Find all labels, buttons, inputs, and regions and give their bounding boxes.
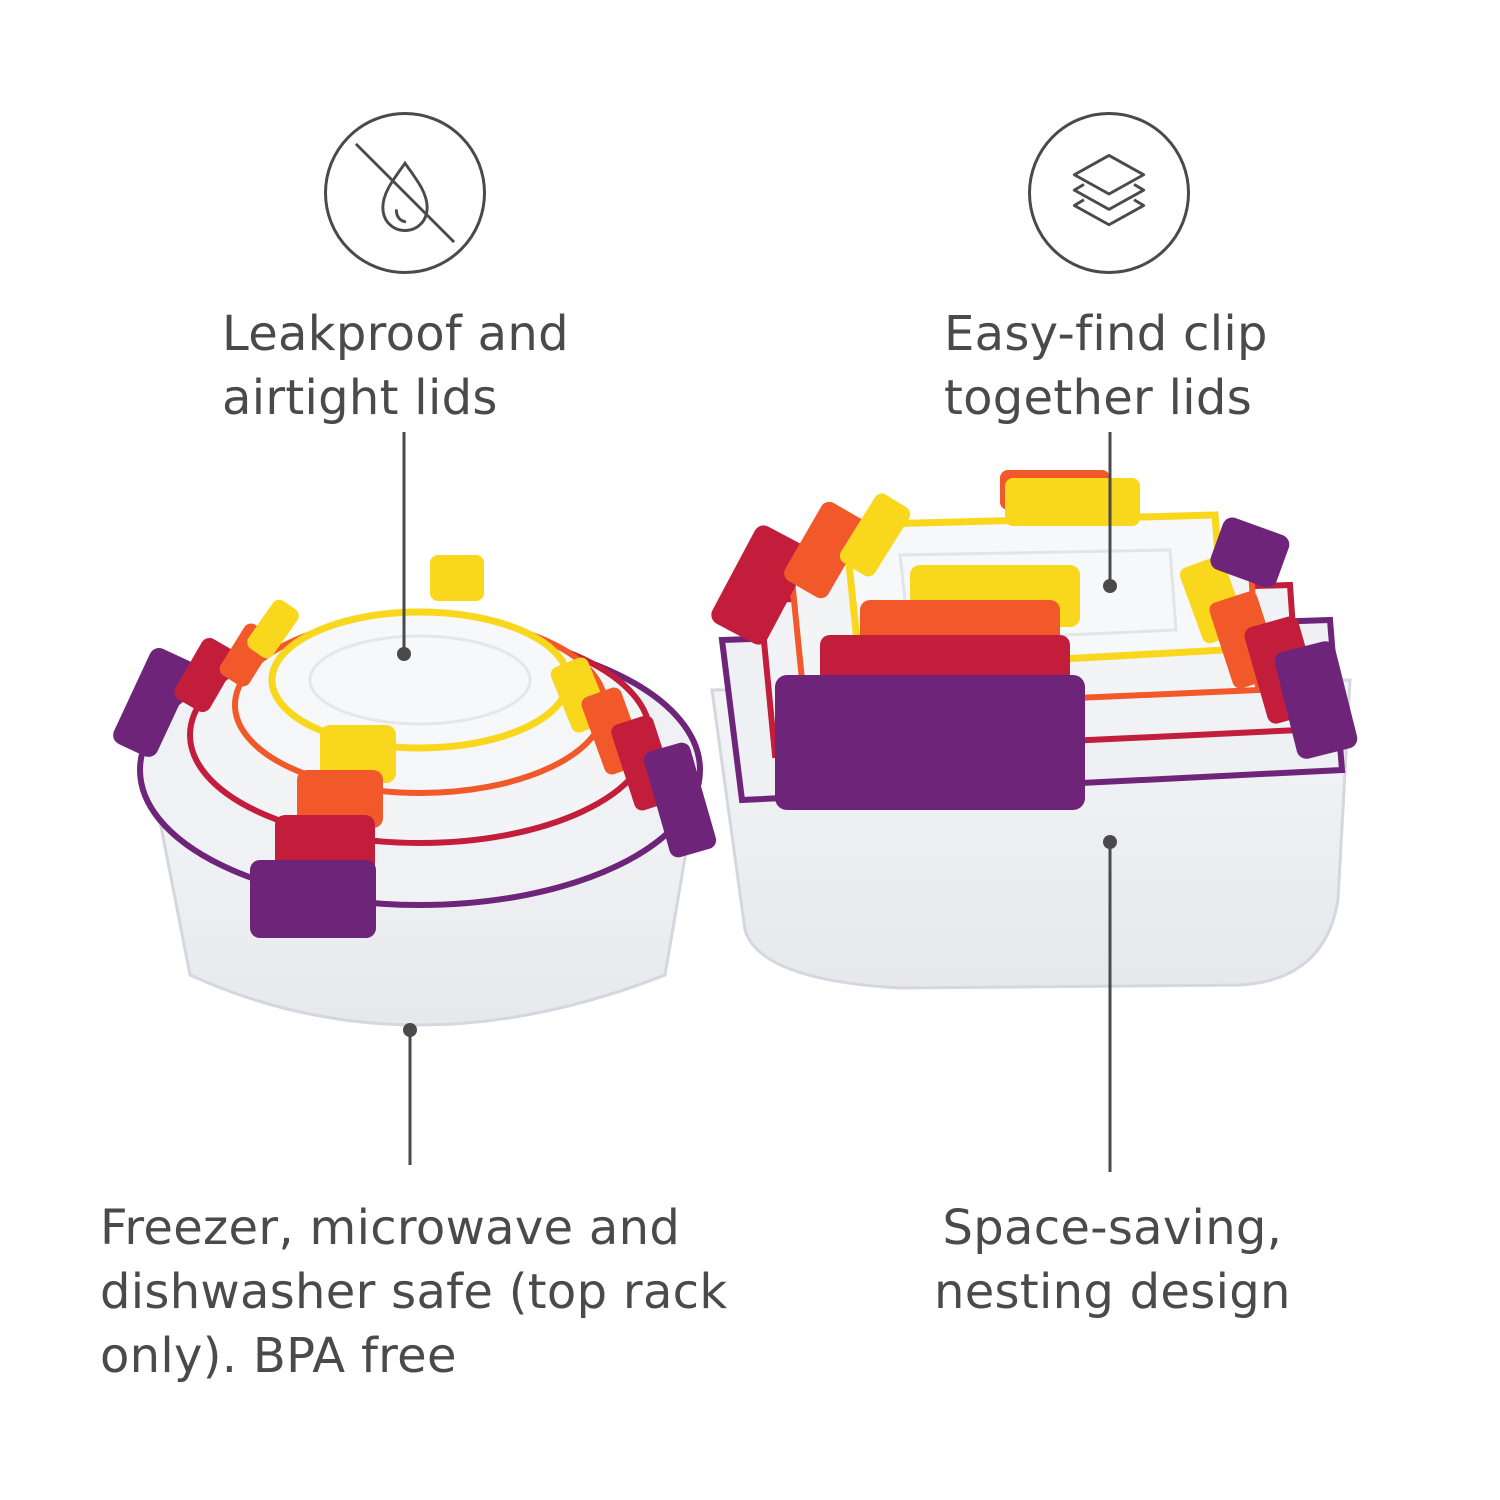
- feature-line: nesting design: [934, 1264, 1291, 1320]
- feature-line: Space-saving,: [942, 1200, 1283, 1256]
- yellow-front-clip: [320, 725, 396, 783]
- callout-dot-leakproof: [397, 647, 411, 661]
- round-container-stack: [113, 555, 717, 1027]
- no-leak-drop-icon: [354, 142, 456, 244]
- rect-purple-front-clip: [775, 675, 1085, 810]
- rect-purple-right-clip: [1274, 641, 1358, 759]
- leakproof-badge: [324, 112, 486, 274]
- yellow-round-lid-panel: [308, 634, 532, 726]
- callout-lines: [397, 432, 1117, 1172]
- callout-dot-clip: [1103, 579, 1117, 593]
- nesting-badge: [1028, 112, 1190, 274]
- feature-text-leakproof: Leakproof and airtight lids: [222, 302, 569, 430]
- callout-dot-freezer: [403, 1023, 417, 1037]
- stacked-layers-icon: [1072, 154, 1146, 227]
- purple-right-clip: [643, 742, 717, 858]
- feature-text-clip: Easy-find clip together lids: [944, 302, 1268, 430]
- feature-line: Freezer, microwave and: [100, 1200, 681, 1256]
- rect-orange-left-clip: [784, 501, 866, 599]
- feature-text-freezer: Freezer, microwave and dishwasher safe (…: [100, 1196, 727, 1388]
- feature-line: Easy-find clip: [944, 306, 1268, 362]
- yellow-back-clip: [430, 555, 484, 601]
- rect-yellow-back-clip: [1005, 478, 1140, 526]
- feature-line: dishwasher safe (top rack: [100, 1264, 728, 1320]
- yellow-left-clip: [247, 599, 299, 659]
- feature-line: Leakproof and: [222, 306, 569, 362]
- rect-red-left-clip: [711, 525, 811, 645]
- feature-line: together lids: [944, 370, 1253, 426]
- feature-text-nesting: Space-saving, nesting design: [934, 1196, 1291, 1324]
- rect-yellow-left-clip: [839, 493, 911, 577]
- purple-front-clip: [250, 860, 376, 938]
- rectangular-container-stack: [710, 470, 1358, 990]
- yellow-round-lid: [268, 608, 572, 752]
- red-left-clip: [174, 637, 238, 713]
- rect-purple-back-clip: [1210, 517, 1290, 588]
- orange-front-clip: [297, 770, 383, 828]
- feature-line: airtight lids: [222, 370, 498, 426]
- callout-dot-nesting: [1103, 835, 1117, 849]
- purple-left-clip: [113, 648, 195, 757]
- feature-line: only). BPA free: [100, 1328, 457, 1384]
